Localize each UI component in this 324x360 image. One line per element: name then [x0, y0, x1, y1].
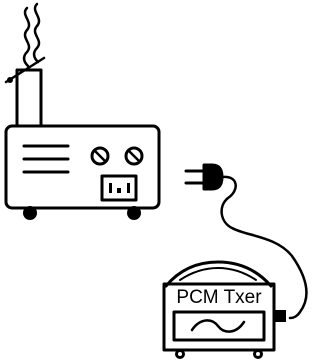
generator-knob-left	[90, 146, 110, 166]
power-cable	[220, 175, 308, 320]
generator-vent	[22, 144, 70, 174]
generator-wheels	[23, 206, 141, 220]
generator-knob-right	[124, 146, 144, 166]
sine-wave-icon	[190, 319, 246, 333]
power-plug-icon	[184, 163, 224, 191]
generator-body	[4, 124, 161, 210]
chimney-icon	[4, 56, 46, 128]
smoke-icon	[22, 2, 41, 68]
pcm-transmitter	[162, 260, 286, 359]
meter-label: PCM Txer	[176, 287, 262, 308]
power-outlet-icon	[100, 174, 138, 202]
